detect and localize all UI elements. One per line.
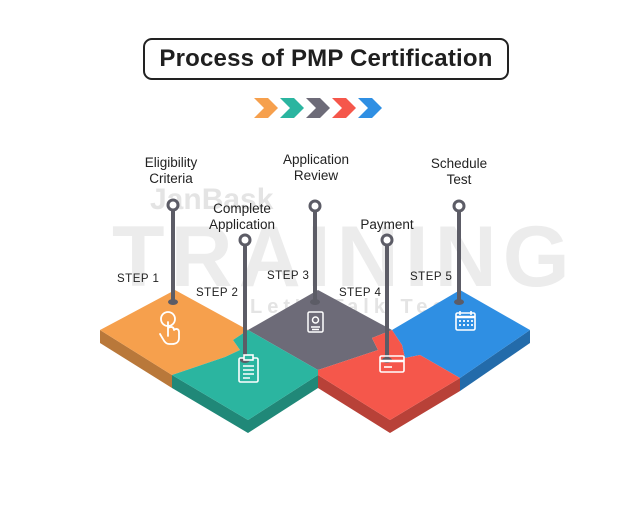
chevron-2 — [280, 98, 304, 118]
credit-card-icon — [379, 355, 405, 373]
puzzle-piece-step-1 — [100, 290, 248, 388]
chevron-4 — [332, 98, 356, 118]
chevron-5 — [358, 98, 382, 118]
pin-step-5 — [452, 199, 466, 305]
step-3-name: Application Review — [282, 152, 350, 183]
step-1-name: Eligibility Criteria — [144, 155, 198, 186]
step-4-name: Payment — [360, 217, 414, 232]
step-2-label: STEP 2 — [196, 287, 239, 299]
step-4-label: STEP 4 — [339, 287, 382, 299]
calendar-icon — [455, 311, 476, 331]
hand-pointer-icon — [159, 311, 180, 345]
puzzle-piece-step-4 — [318, 330, 460, 433]
page-title: Process of PMP Certification — [143, 38, 509, 80]
clipboard-icon — [238, 354, 259, 383]
chevron-3 — [306, 98, 330, 118]
step-5-label: STEP 5 — [410, 271, 453, 283]
puzzle-piece-step-3 — [248, 290, 392, 370]
puzzle-piece-step-2 — [172, 330, 318, 433]
chevron-row — [254, 98, 382, 118]
step-2-name: Complete Application — [208, 201, 276, 232]
pin-step-1 — [166, 198, 180, 305]
step-3-label: STEP 3 — [267, 270, 310, 282]
step-5-name: Schedule Test — [430, 156, 488, 187]
step-1-label: STEP 1 — [117, 273, 160, 285]
pin-step-3 — [308, 199, 322, 305]
chevron-1 — [254, 98, 278, 118]
puzzle-piece-step-5 — [392, 290, 530, 391]
badge-document-icon — [307, 311, 324, 333]
